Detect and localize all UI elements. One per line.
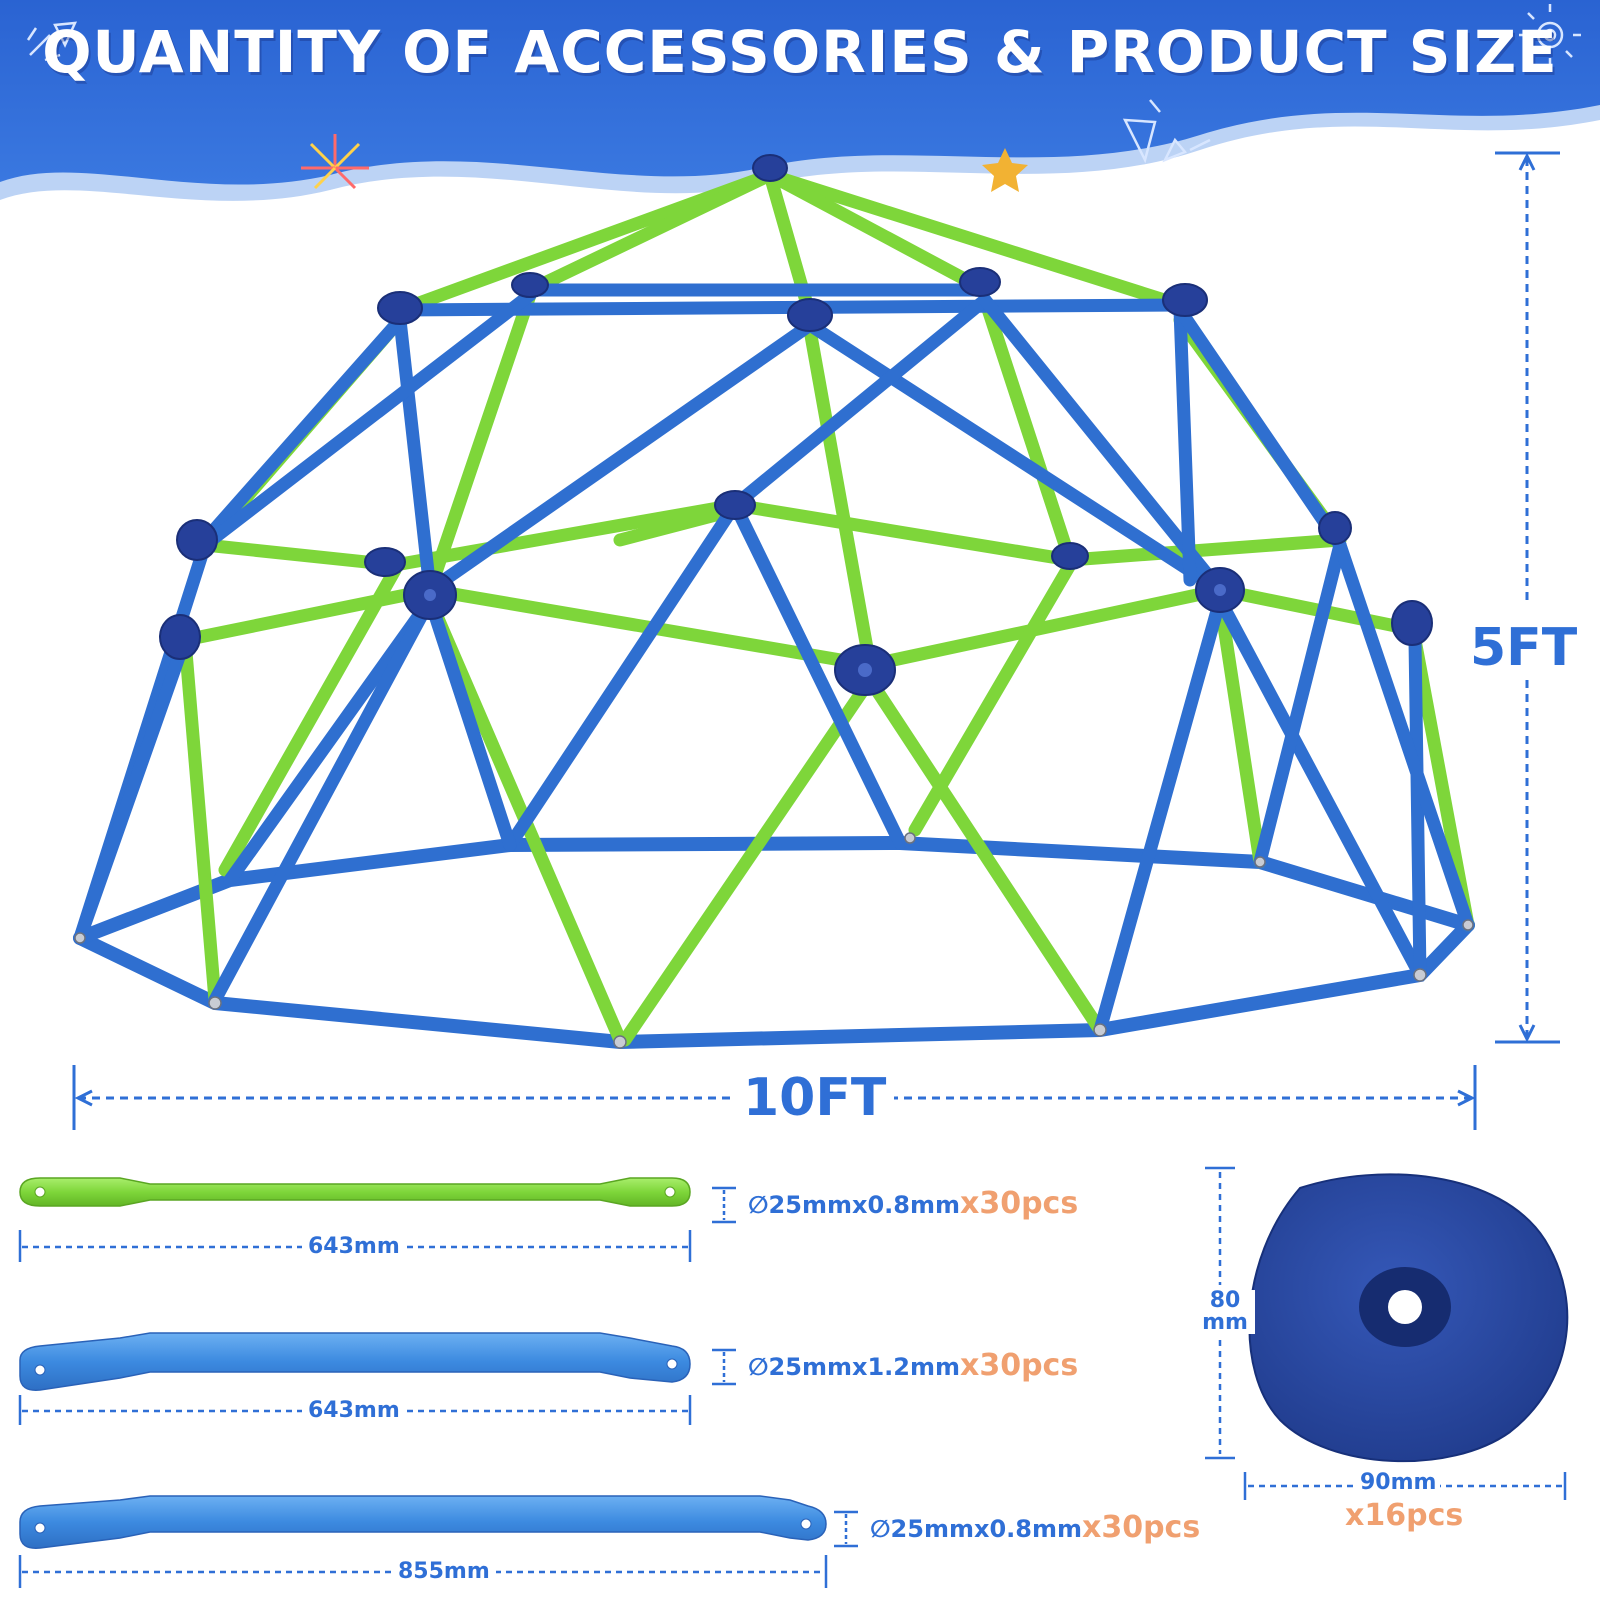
firework-icon xyxy=(301,134,369,190)
frame-bolts xyxy=(74,832,1474,1049)
width-dimension-label: 10FT xyxy=(735,1068,895,1128)
dome-climber-illustration xyxy=(73,154,1475,1050)
sun-doodle-icon xyxy=(1519,4,1581,66)
tube-3-diameter: ∅25mmx0.8mm xyxy=(870,1515,1082,1543)
tube-1-spec: ∅25mmx0.8mmx30pcs xyxy=(748,1186,1078,1221)
hold-width-label: 90mm xyxy=(1356,1470,1441,1495)
hold-height-label: 80 mm xyxy=(1195,1290,1255,1334)
joint-holds xyxy=(159,154,1433,696)
climbing-hold-illustration xyxy=(1205,1166,1569,1500)
tube-green-643 xyxy=(19,1177,691,1207)
header-banner xyxy=(0,0,1600,201)
tube-2-diameter: ∅25mmx1.2mm xyxy=(748,1353,960,1381)
sparkle-doodle-icon xyxy=(26,21,78,62)
tube-1-length: 643mm xyxy=(302,1234,406,1259)
hold-quantity-label: x16pcs xyxy=(1345,1498,1464,1533)
confetti-doodle-icon xyxy=(1122,99,1211,164)
page-title: QUANTITY OF ACCESSORIES & PRODUCT SIZE xyxy=(42,18,1558,86)
tube-3-quantity: x30pcs xyxy=(1081,1510,1201,1545)
tube-2-quantity: x30pcs xyxy=(959,1348,1079,1383)
tube-blue-643 xyxy=(19,1332,691,1391)
tube-2-length: 643mm xyxy=(302,1398,406,1423)
tube-1-diameter: ∅25mmx0.8mm xyxy=(748,1191,960,1219)
tube-2-spec: ∅25mmx1.2mmx30pcs xyxy=(748,1348,1078,1383)
height-dimension-label: 5FT xyxy=(1470,618,1578,678)
tube-1-quantity: x30pcs xyxy=(959,1186,1079,1221)
tube-3-spec: ∅25mmx0.8mmx30pcs xyxy=(870,1510,1200,1545)
tube-3-length: 855mm xyxy=(392,1559,496,1584)
star-icon xyxy=(982,148,1028,192)
tube-blue-855 xyxy=(19,1495,827,1549)
